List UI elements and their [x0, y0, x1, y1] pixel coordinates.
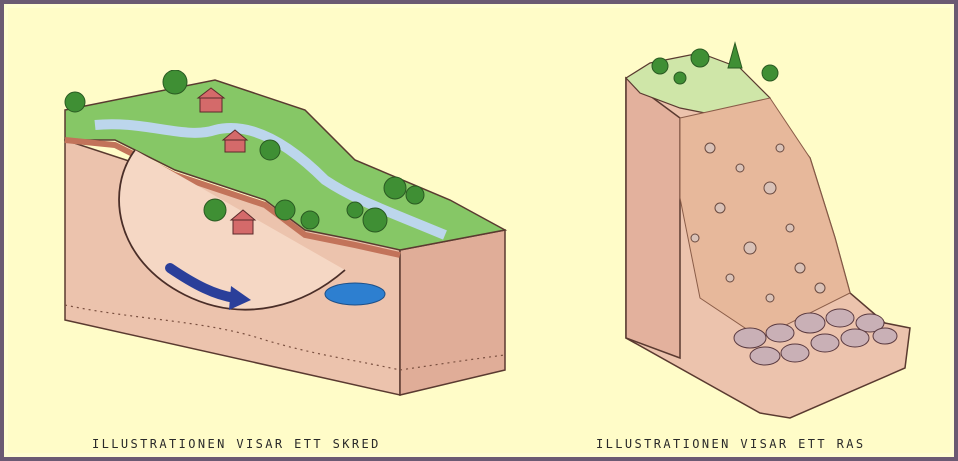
ras-illustration [620, 38, 920, 423]
skred-caption: ILLUSTRATIONEN VISAR ETT SKRED [92, 437, 381, 451]
skred-water-pool [325, 283, 385, 305]
ras-caption: ILLUSTRATIONEN VISAR ETT RAS [596, 437, 866, 451]
ras-front-face [626, 78, 680, 358]
skred-side-face [400, 230, 505, 395]
skred-illustration [55, 70, 515, 400]
ras-debris-zone [680, 98, 850, 338]
